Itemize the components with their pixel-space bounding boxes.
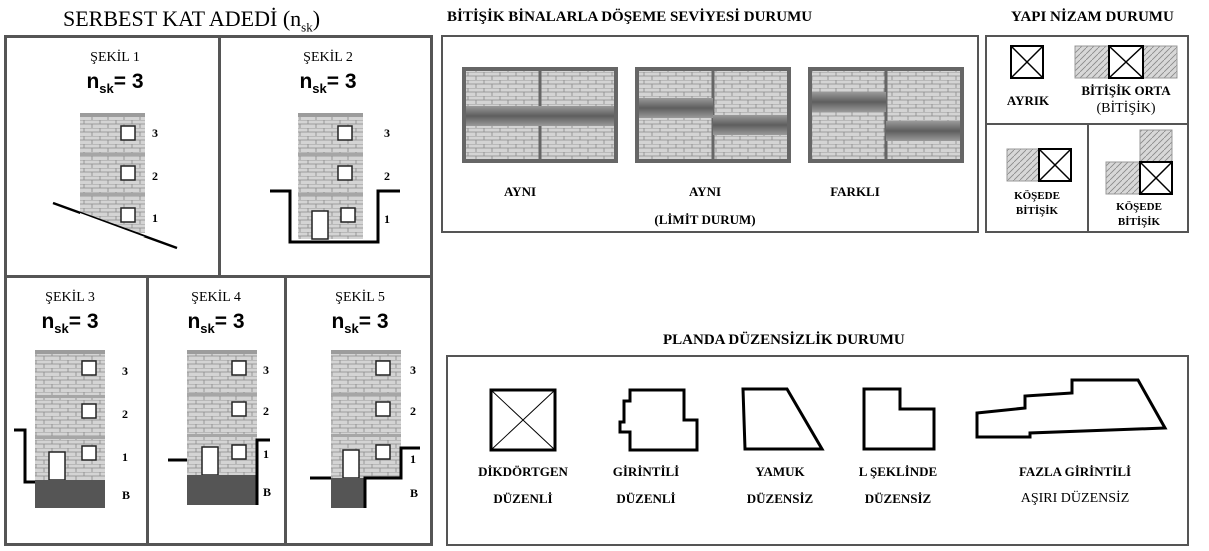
- figure-1-floor-1: 1: [152, 211, 158, 225]
- figure-1-nsk: nsk= 3: [86, 70, 144, 97]
- nizam-label-kose1-2: BİTİŞİK: [1015, 205, 1059, 217]
- nizam-label-ayrik: AYRIK: [1006, 93, 1050, 108]
- bitisik-label-3: FARKLI: [830, 184, 880, 199]
- figure-4-caption: ŞEKİL 4: [191, 290, 241, 305]
- figure-2-nsk: nsk= 3: [299, 70, 357, 97]
- figure-2-floor-1: 1: [384, 212, 390, 226]
- plan-label-4a: L ŞEKLİNDE: [858, 464, 938, 479]
- figure-5-floor-3: 3: [410, 363, 416, 377]
- planda-title: PLANDA DÜZENSİZLİK DURUMU: [663, 332, 905, 348]
- plan-label-5a: FAZLA GİRİNTİLİ: [1018, 464, 1132, 479]
- plan-label-5b: AŞIRI DÜZENSİZ: [1020, 491, 1130, 506]
- serbest-title: SERBEST KAT ADEDİ (nsk): [63, 6, 321, 35]
- figure-4-floor-2: 2: [263, 404, 269, 418]
- figure-5-basement: B: [410, 486, 419, 500]
- plan-label-2b: DÜZENLİ: [616, 491, 676, 506]
- figure-1-floor-3: 3: [152, 126, 158, 140]
- figure-3-nsk: nsk= 3: [41, 310, 99, 337]
- bitisik-panel: [441, 35, 979, 233]
- nizam-label-orta-2: (BİTİŞİK): [1096, 101, 1156, 116]
- figure-5-floor-1: 1: [410, 452, 416, 466]
- figure-2-building: [270, 113, 400, 244]
- figure-3-floor-3: 3: [122, 364, 128, 378]
- figure-5-nsk: nsk= 3: [331, 310, 389, 337]
- nizam-title: YAPI NİZAM DURUMU: [1011, 9, 1174, 25]
- figure-4-building: [168, 350, 270, 505]
- nizam-label-orta-1: BİTİŞİK ORTA: [1081, 83, 1171, 98]
- figure-3-floor-1: 1: [122, 450, 128, 464]
- figure-1-floor-2: 2: [152, 169, 158, 183]
- planda-panel: [446, 355, 1189, 546]
- nizam-label-kose2-2: BİTİŞİK: [1117, 216, 1161, 228]
- plan-label-2a: GİRİNTİLİ: [612, 464, 680, 479]
- bitisik-label-2: AYNI: [688, 184, 722, 199]
- figure-3-building: [14, 350, 105, 508]
- figure-4-floor-1: 1: [263, 447, 269, 461]
- figure-4-nsk: nsk= 3: [187, 310, 245, 337]
- figure-3-basement: B: [122, 488, 131, 502]
- figure-3-caption: ŞEKİL 3: [45, 290, 95, 305]
- divider-v-b2: [284, 275, 287, 546]
- divider-v-b1: [146, 275, 149, 546]
- figure-5-floor-2: 2: [410, 404, 416, 418]
- plan-label-1b: DÜZENLİ: [493, 491, 553, 506]
- plan-label-3a: YAMUK: [755, 464, 805, 479]
- bitisik-label-2-sub: (LİMİT DURUM): [654, 212, 756, 227]
- figure-4-basement: B: [263, 485, 272, 499]
- plan-label-3b: DÜZENSİZ: [746, 491, 814, 506]
- figure-1-building: [52, 113, 178, 250]
- plan-label-1a: DİKDÖRTGEN: [478, 464, 568, 479]
- figure-5-building: [310, 350, 420, 508]
- figure-2-caption: ŞEKİL 2: [303, 50, 353, 65]
- figure-4-floor-3: 3: [263, 363, 269, 377]
- divider-v-top: [218, 35, 221, 277]
- nizam-label-kose1-1: KÖŞEDE: [1014, 190, 1060, 202]
- nizam-diagrams: [1006, 45, 1178, 195]
- bitisik-label-1: AYNI: [503, 184, 537, 199]
- figure-5-caption: ŞEKİL 5: [335, 290, 385, 305]
- nizam-label-kose2-1: KÖŞEDE: [1116, 201, 1162, 213]
- figure-1-caption: ŞEKİL 1: [90, 50, 140, 65]
- plan-label-4b: DÜZENSİZ: [864, 491, 932, 506]
- bitisik-title: BİTİŞİK BİNALARLA DÖŞEME SEVİYESİ DURUMU: [447, 9, 813, 25]
- bitisik-pairs: [462, 67, 964, 163]
- figure-3-floor-2: 2: [122, 407, 128, 421]
- nizam-divider-v: [1087, 123, 1089, 233]
- figure-2-floor-3: 3: [384, 126, 390, 140]
- figure-2-floor-2: 2: [384, 169, 390, 183]
